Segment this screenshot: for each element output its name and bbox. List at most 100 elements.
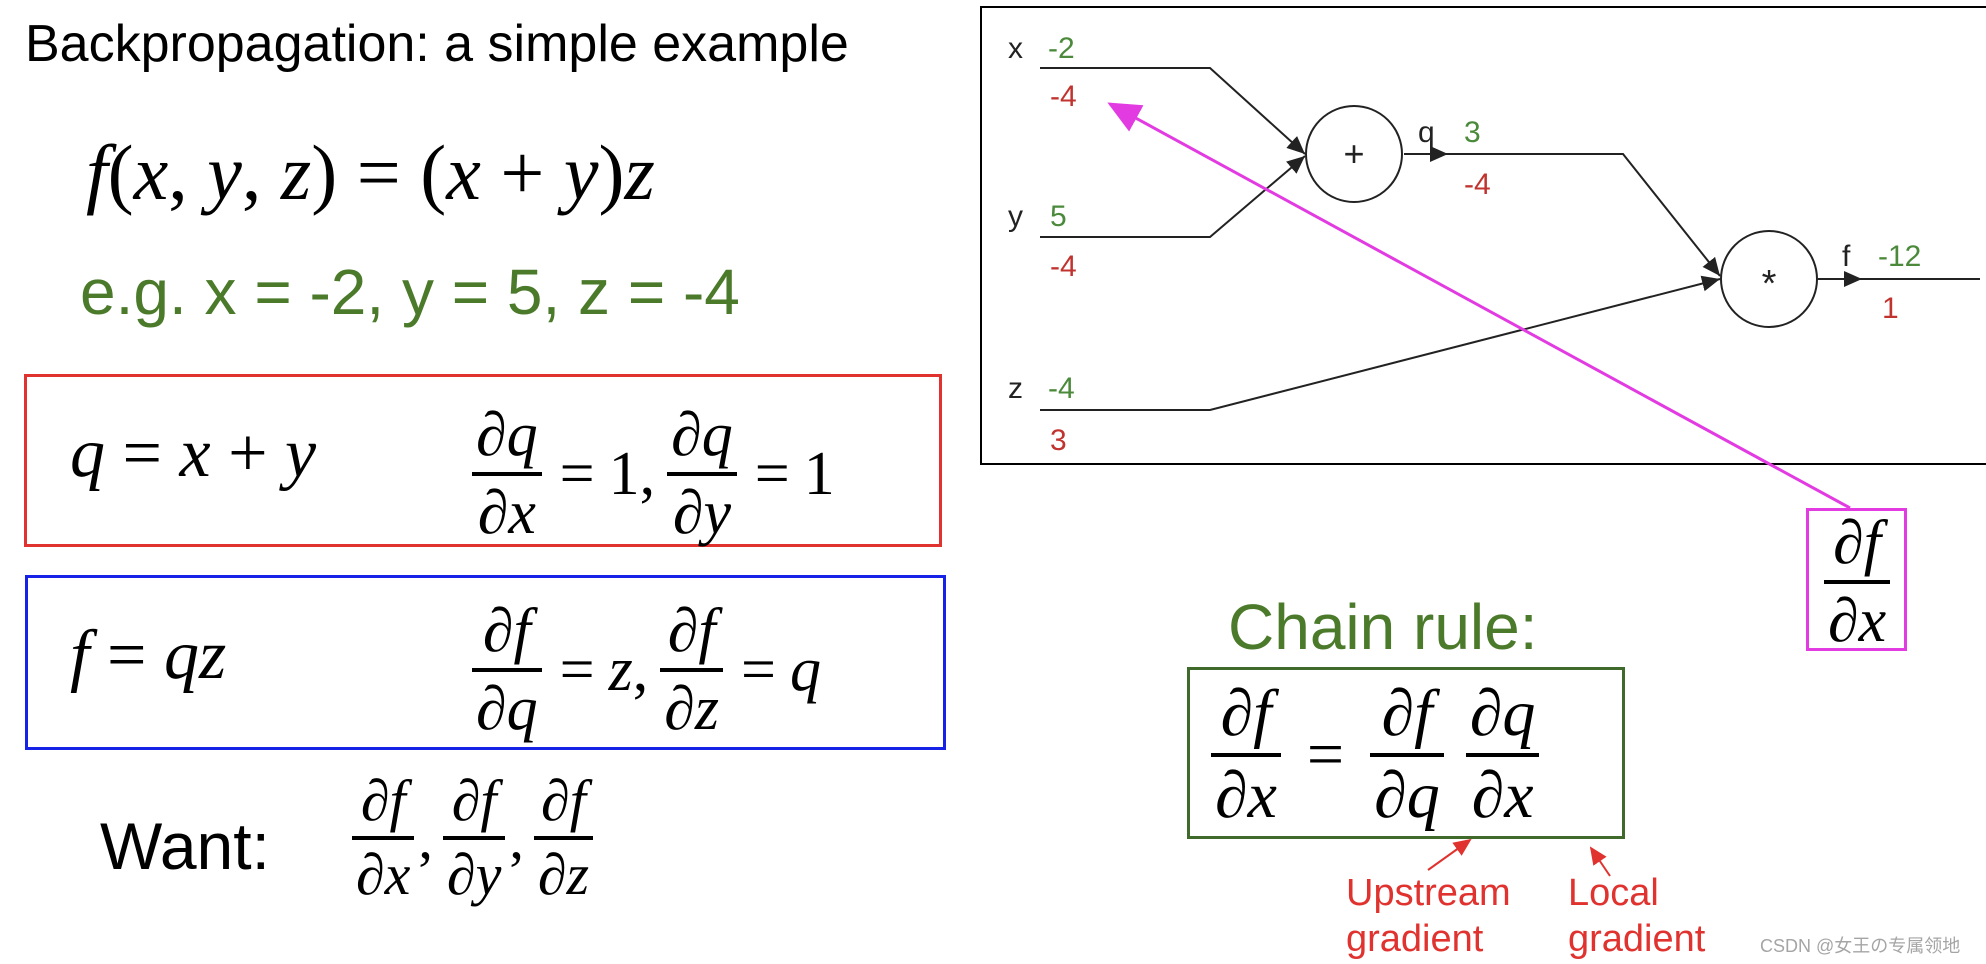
value-1: 1 <box>803 439 835 508</box>
fraction-denominator: ∂y <box>672 479 731 547</box>
df-dx-annotation: ∂f ∂x <box>1820 512 1894 652</box>
symbol-y: y <box>563 129 599 216</box>
symbol-qz: qz <box>163 617 227 694</box>
f-definition: f = qz <box>70 616 226 696</box>
symbol-x: x <box>133 129 169 216</box>
example-values: e.g. x = -2, y = 5, z = -4 <box>80 256 740 328</box>
fraction-denominator: ∂q <box>476 675 538 743</box>
chain-rule-box <box>1187 667 1625 839</box>
fraction-dq-dy: ∂q ∂y <box>667 404 737 544</box>
input-z-backward: 3 <box>1050 424 1067 457</box>
f-partials: ∂f ∂q = z, ∂f ∂z = q <box>468 600 821 740</box>
fraction-bar <box>472 668 542 672</box>
fraction-bar <box>1370 753 1444 757</box>
q-definition: q = x + y <box>70 414 316 494</box>
symbol-rparen: ) <box>311 129 338 216</box>
fraction-denominator: ∂x <box>356 842 411 907</box>
symbol-y: y <box>285 415 317 492</box>
label-line: gradient <box>1346 918 1484 961</box>
input-y-name: y <box>1008 200 1023 233</box>
fraction-numerator: ∂f <box>541 768 586 833</box>
fraction-df-dx: ∂f ∂x <box>352 768 415 907</box>
input-y-backward: -4 <box>1050 250 1077 283</box>
fraction-df-dz: ∂f ∂z <box>533 768 594 907</box>
add-node-symbol: + <box>1343 133 1364 174</box>
fraction-denominator: ∂z <box>537 842 590 907</box>
fraction-bar <box>533 836 594 840</box>
fraction-numerator: ∂f <box>482 597 531 665</box>
symbol-plus: + <box>228 415 268 492</box>
watermark: CSDN @女王の专属领地 <box>1760 936 1961 956</box>
symbol-plus: + <box>500 129 545 216</box>
fraction-denominator: ∂x <box>1215 759 1277 832</box>
add-output-name: q <box>1418 116 1435 149</box>
symbol-x: x <box>179 415 211 492</box>
label-line: Upstream <box>1346 872 1511 914</box>
magenta-gradient-box <box>1806 508 1907 651</box>
edge-y-to-add <box>1040 155 1306 238</box>
upstream-pointer-arrow <box>1427 838 1472 871</box>
fraction-denominator: ∂x <box>1828 587 1887 655</box>
fraction-denominator: ∂y <box>446 842 502 907</box>
fraction-bar <box>667 472 737 476</box>
symbol-comma: , <box>241 129 262 216</box>
chain-rule-equation: ∂f ∂x = ∂f ∂q ∂q ∂x <box>1207 681 1543 829</box>
function-definition: f(x, y, z) = (x + y)z <box>86 128 655 218</box>
fraction-numerator: ∂f <box>451 768 497 833</box>
red-equation-box <box>24 374 942 547</box>
fraction-df-dq: ∂f ∂q <box>1370 681 1444 829</box>
fraction-bar <box>1211 753 1281 757</box>
input-x-backward: -4 <box>1050 80 1077 113</box>
fraction-denominator: ∂q <box>1374 759 1440 832</box>
input-y-forward: 5 <box>1050 200 1067 233</box>
symbol-f: f <box>70 617 90 694</box>
symbol-lparen: ( <box>107 129 134 216</box>
input-x-name: x <box>1008 32 1023 65</box>
fraction-bar <box>1824 580 1891 584</box>
symbol-eq: = <box>754 439 790 508</box>
fraction-bar <box>660 668 724 672</box>
fraction-numerator: ∂f <box>1220 677 1272 750</box>
fraction-df-dq: ∂f ∂q <box>472 600 542 740</box>
fraction-denominator: ∂x <box>1471 759 1534 832</box>
fraction-numerator: ∂f <box>360 768 406 833</box>
fraction-denominator: ∂z <box>664 675 720 743</box>
symbol-x: x <box>446 129 481 216</box>
add-output-forward: 3 <box>1464 116 1481 149</box>
symbol-z: z <box>624 129 655 216</box>
want-partials: ∂f ∂x , ∂f ∂y , ∂f ∂z <box>348 772 597 904</box>
input-z-forward: -4 <box>1048 372 1075 405</box>
add-output-backward: -4 <box>1464 168 1491 201</box>
symbol-eq: = <box>559 635 595 704</box>
fraction-numerator: ∂f <box>1381 677 1433 750</box>
symbol-eq: = <box>741 635 776 704</box>
upstream-gradient-label: Upstream gradient <box>1346 870 1511 963</box>
computational-graph: + * x -2 -4 y 5 -4 z -4 3 q 3 -4 f -12 1 <box>1008 32 1980 457</box>
value-z: z <box>608 635 633 704</box>
symbol-comma: , <box>168 129 188 216</box>
mul-output-forward: -12 <box>1878 240 1921 273</box>
local-gradient-label: Local gradient <box>1568 870 1705 963</box>
symbol-eq: = <box>1306 718 1345 791</box>
fraction-numerator: ∂q <box>671 401 733 469</box>
fraction-numerator: ∂f <box>667 597 716 665</box>
symbol-eq: = <box>122 415 162 492</box>
symbol-eq: = <box>106 617 147 694</box>
q-partials: ∂q ∂x = 1, ∂q ∂y = 1 <box>468 404 835 544</box>
fraction-numerator: ∂q <box>1469 677 1536 750</box>
blue-equation-box <box>25 575 946 750</box>
fraction-bar <box>352 836 415 840</box>
label-line: Local <box>1568 872 1659 914</box>
symbol-rparen: ) <box>598 129 625 216</box>
fraction-bar <box>472 472 542 476</box>
fraction-numerator: ∂f <box>1833 509 1882 577</box>
label-line: gradient <box>1568 918 1706 961</box>
mul-output-backward: 1 <box>1882 292 1899 325</box>
symbol-eq: = <box>356 129 401 216</box>
mul-node-symbol: * <box>1762 263 1777 305</box>
edge-z-to-mul <box>1040 275 1721 411</box>
input-z-name: z <box>1008 372 1023 405</box>
fraction-df-dz: ∂f ∂z <box>660 597 724 743</box>
fraction-dq-dx: ∂q ∂x <box>472 404 542 544</box>
symbol-f: f <box>86 129 108 216</box>
